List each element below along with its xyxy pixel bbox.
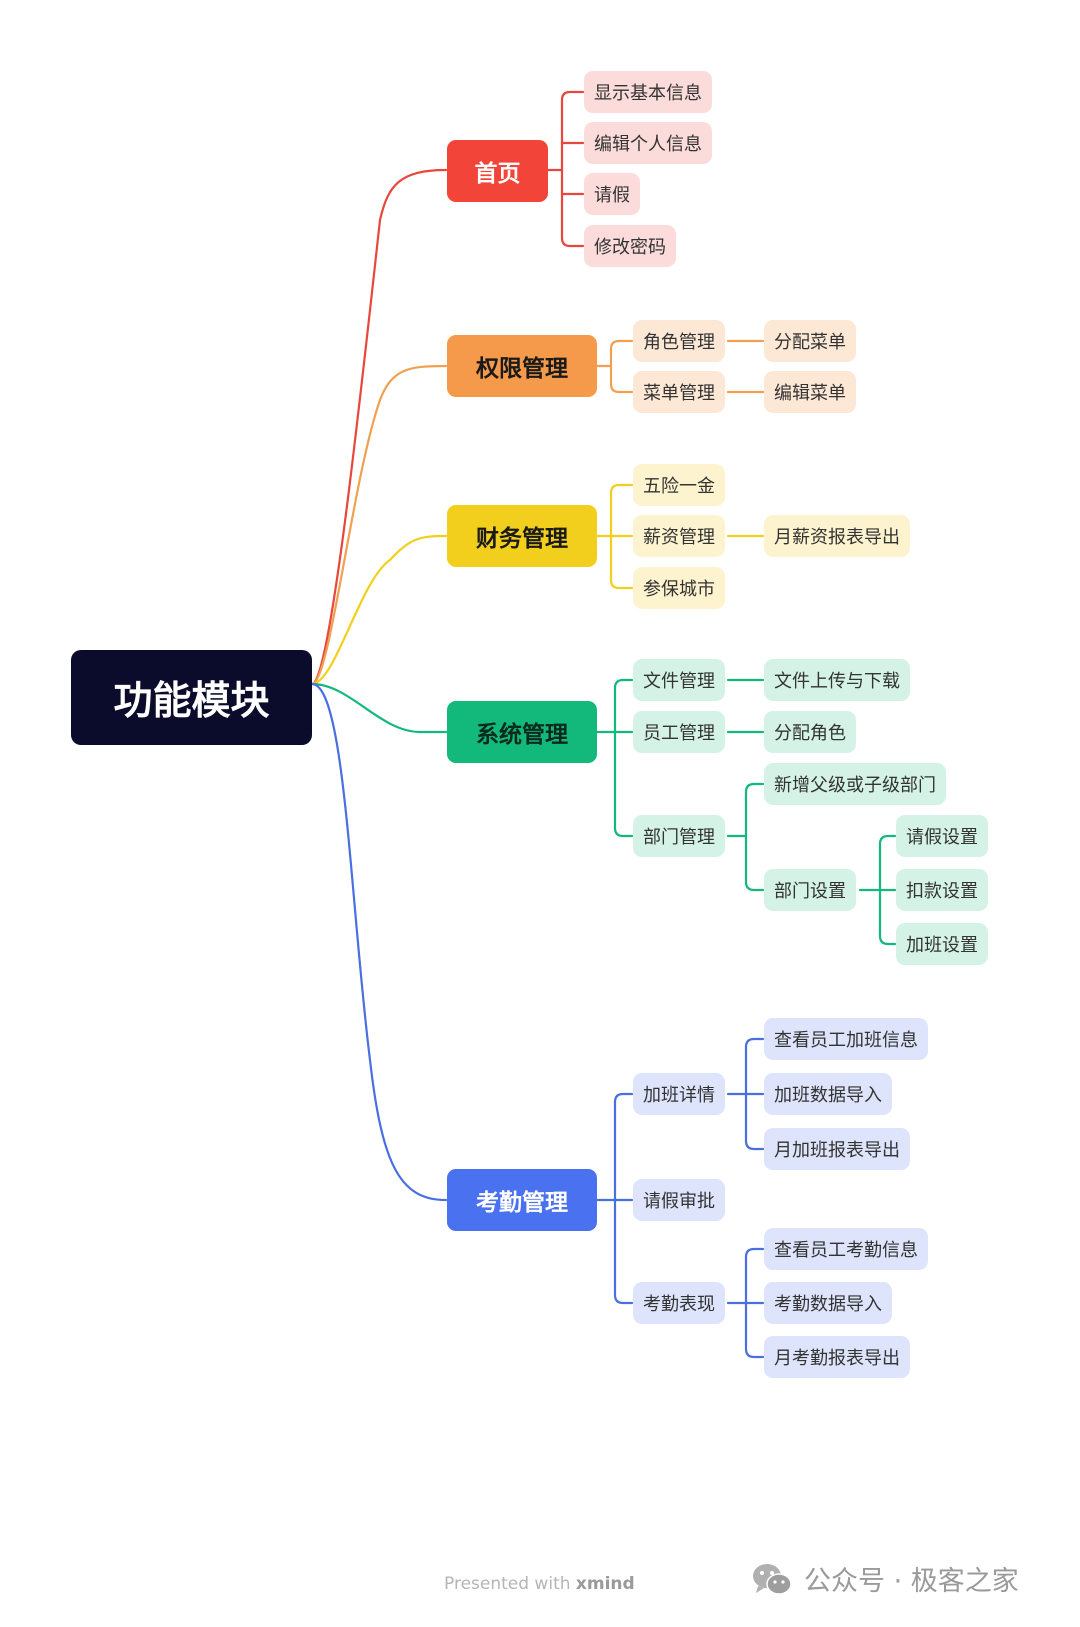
leaf-overtime-details[interactable]: 加班详情: [633, 1073, 725, 1115]
leaf-monthly-salary-export[interactable]: 月薪资报表导出: [764, 515, 910, 557]
leaf-add-dept[interactable]: 新增父级或子级部门: [764, 763, 946, 805]
leaf-dept-setting[interactable]: 部门设置: [764, 869, 856, 911]
leaf-salary-management[interactable]: 薪资管理: [633, 515, 725, 557]
leaf-insured-city[interactable]: 参保城市: [633, 567, 725, 609]
leaf-leave-setting[interactable]: 请假设置: [896, 815, 988, 857]
leaf-staff-management[interactable]: 员工管理: [633, 711, 725, 753]
leaf-overtime-setting[interactable]: 加班设置: [896, 923, 988, 965]
leaf-view-attendance[interactable]: 查看员工考勤信息: [764, 1228, 928, 1270]
branch-home[interactable]: 首页: [447, 140, 548, 202]
leaf-edit-menu[interactable]: 编辑菜单: [764, 371, 856, 413]
wechat-icon: [753, 1563, 792, 1595]
leaf-assign-menu[interactable]: 分配菜单: [764, 320, 856, 362]
leaf-monthly-attendance-export[interactable]: 月考勤报表导出: [764, 1336, 910, 1378]
leaf-file-management[interactable]: 文件管理: [633, 659, 725, 701]
leaf-deduction-setting[interactable]: 扣款设置: [896, 869, 988, 911]
presented-with-xmind: Presented with xmind: [444, 1574, 635, 1594]
branch-permission[interactable]: 权限管理: [447, 335, 597, 397]
leaf-leave-approval[interactable]: 请假审批: [633, 1179, 725, 1221]
connector-system: [310, 682, 448, 734]
account-name: 公众号 · 极客之家: [804, 1566, 1019, 1597]
leaf-assign-role[interactable]: 分配角色: [764, 711, 856, 753]
xmind-brand: xmind: [575, 1574, 635, 1594]
leaf-attendance-performance[interactable]: 考勤表现: [633, 1282, 725, 1324]
leaf-insurance[interactable]: 五险一金: [633, 464, 725, 506]
leaf-home-basic-info[interactable]: 显示基本信息: [584, 71, 712, 113]
leaf-dept-management[interactable]: 部门管理: [633, 815, 725, 857]
connector-attendance: [310, 682, 448, 1202]
root-node[interactable]: 功能模块: [71, 650, 312, 745]
leaf-menu-management[interactable]: 菜单管理: [633, 371, 725, 413]
presented-prefix: Presented with: [444, 1574, 571, 1594]
connector-finance: [310, 534, 448, 686]
leaf-home-edit-profile[interactable]: 编辑个人信息: [584, 122, 712, 164]
leaf-view-overtime[interactable]: 查看员工加班信息: [764, 1018, 928, 1060]
branch-attendance[interactable]: 考勤管理: [447, 1169, 597, 1231]
leaf-role-management[interactable]: 角色管理: [633, 320, 725, 362]
connector-home: [310, 168, 448, 686]
connector-permission: [310, 364, 448, 686]
branch-system[interactable]: 系统管理: [447, 701, 597, 763]
leaf-file-upload-download[interactable]: 文件上传与下载: [764, 659, 910, 701]
leaf-home-change-password[interactable]: 修改密码: [584, 225, 676, 267]
leaf-attendance-import[interactable]: 考勤数据导入: [764, 1282, 892, 1324]
wechat-watermark: 公众号 · 极客之家: [752, 1559, 1019, 1598]
leaf-monthly-overtime-export[interactable]: 月加班报表导出: [764, 1128, 910, 1170]
leaf-home-leave[interactable]: 请假: [584, 173, 640, 215]
leaf-overtime-import[interactable]: 加班数据导入: [764, 1073, 892, 1115]
branch-finance[interactable]: 财务管理: [447, 505, 597, 567]
